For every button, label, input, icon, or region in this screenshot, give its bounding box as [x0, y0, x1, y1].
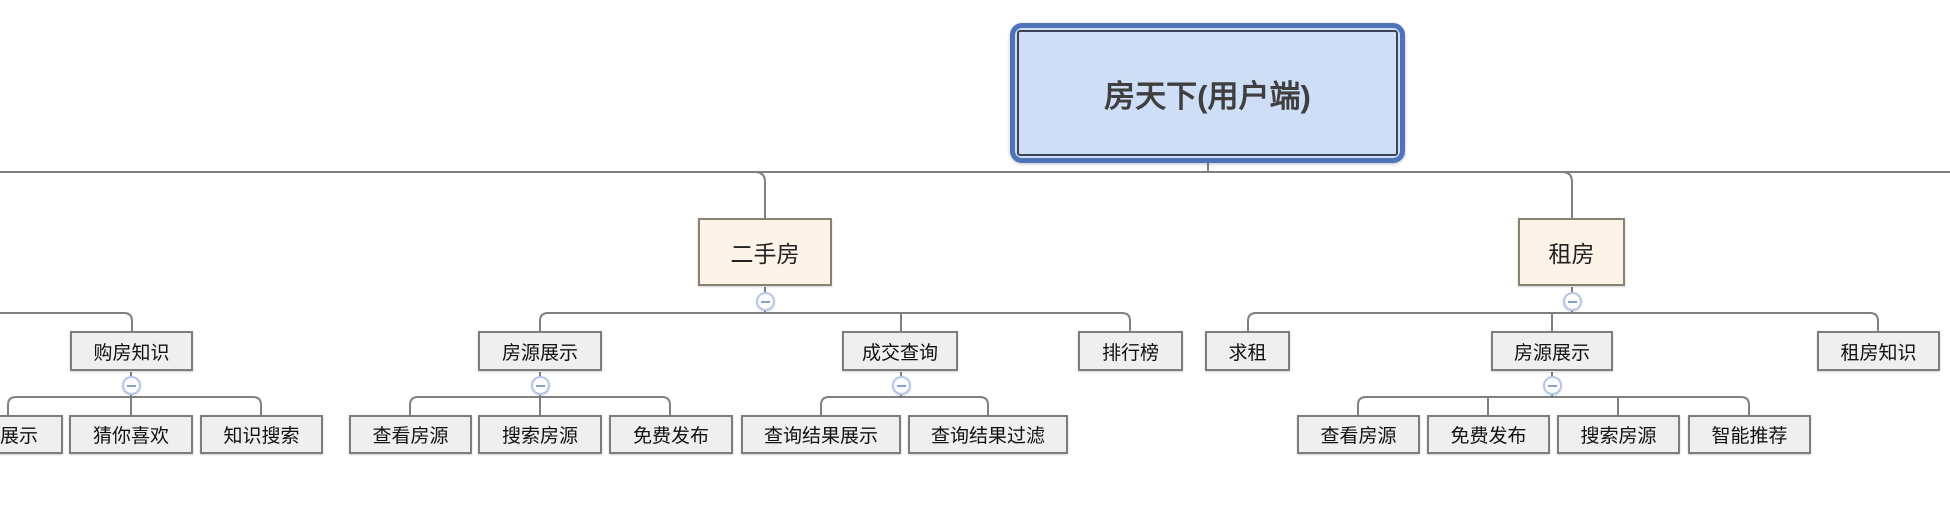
node-label: 购房知识 [93, 342, 170, 364]
node-query-result-display[interactable]: 查询结果展示 [741, 415, 901, 454]
node-label: 展示 [0, 426, 38, 447]
connector-listingzf-children-rail [1357, 396, 1750, 415]
connector-buyknowledge-children-rail [7, 396, 262, 415]
node-query-result-filter[interactable]: 查询结果过滤 [908, 415, 1068, 454]
node-label: 查询结果展示 [763, 426, 878, 447]
node-label: 智能推荐 [1711, 426, 1788, 447]
node-label: 房天下(用户端) [1104, 78, 1311, 114]
minus-glyph [1547, 384, 1557, 387]
node-label: 查询结果过滤 [930, 426, 1045, 447]
node-root-label-box: 房天下(用户端) [1017, 30, 1398, 156]
minus-glyph [760, 300, 770, 303]
node-label: 知识搜索 [223, 426, 300, 447]
node-label: 排行榜 [1101, 342, 1159, 364]
node-label: 租房知识 [1840, 342, 1917, 364]
node-label: 免费发布 [1450, 426, 1527, 447]
minus-glyph [1567, 300, 1577, 303]
connector-listingesf-children-rail [409, 396, 671, 415]
collapse-icon[interactable] [1562, 292, 1582, 311]
node-label: 二手房 [730, 241, 800, 267]
node-label: 猜你喜欢 [92, 426, 169, 447]
collapse-icon[interactable] [755, 292, 775, 311]
connector-dealquery-children-rail [820, 396, 989, 415]
node-rent-knowledge[interactable]: 租房知识 [1817, 331, 1940, 371]
collapse-icon[interactable] [1542, 376, 1562, 395]
node-view-listings-esf[interactable]: 查看房源 [349, 415, 472, 454]
minus-glyph [896, 384, 906, 387]
node-label: 租房 [1548, 241, 1595, 267]
node-listing-display-esf[interactable]: 房源展示 [478, 331, 602, 371]
connector-zf-children-rail [1247, 312, 1879, 331]
node-smart-recommend[interactable]: 智能推荐 [1688, 415, 1811, 454]
node-root[interactable]: 房天下(用户端) [1010, 23, 1405, 163]
node-label: 免费发布 [632, 426, 709, 447]
node-display-cutoff[interactable]: 展示 [0, 415, 63, 454]
collapse-icon[interactable] [121, 376, 141, 395]
node-rent[interactable]: 租房 [1518, 218, 1625, 286]
connector-offscreen-left-rail [0, 312, 133, 331]
node-label: 搜索房源 [1580, 426, 1657, 447]
node-view-listings-zf[interactable]: 查看房源 [1297, 415, 1420, 454]
node-label: 查看房源 [372, 426, 449, 447]
node-knowledge-search[interactable]: 知识搜索 [200, 415, 323, 454]
minus-glyph [126, 384, 136, 387]
node-label: 房源展示 [1513, 342, 1590, 364]
node-second-hand[interactable]: 二手房 [698, 218, 832, 286]
node-listing-display-zf[interactable]: 房源展示 [1491, 331, 1613, 371]
node-label: 搜索房源 [501, 426, 578, 447]
node-search-listings-esf[interactable]: 搜索房源 [478, 415, 602, 454]
node-free-publish-zf[interactable]: 免费发布 [1427, 415, 1550, 454]
node-label: 求租 [1228, 342, 1267, 364]
node-label: 查看房源 [1320, 426, 1397, 447]
node-free-publish-esf[interactable]: 免费发布 [609, 415, 733, 454]
node-seek-rent[interactable]: 求租 [1205, 331, 1290, 371]
node-ranking[interactable]: 排行榜 [1078, 331, 1183, 371]
node-search-listings-zf[interactable]: 搜索房源 [1557, 415, 1680, 454]
node-label: 成交查询 [861, 342, 938, 364]
node-label: 房源展示 [501, 342, 578, 364]
collapse-icon[interactable] [891, 376, 911, 395]
node-buy-knowledge[interactable]: 购房知识 [70, 331, 193, 371]
minus-glyph [535, 384, 545, 387]
collapse-icon[interactable] [530, 376, 550, 395]
connector-esf-children-rail [539, 312, 1131, 331]
connector-branch-second-hand [754, 171, 766, 218]
node-deal-query[interactable]: 成交查询 [842, 331, 958, 371]
connector-branch-rent [1561, 171, 1573, 218]
node-guess-you-like[interactable]: 猜你喜欢 [69, 415, 193, 454]
